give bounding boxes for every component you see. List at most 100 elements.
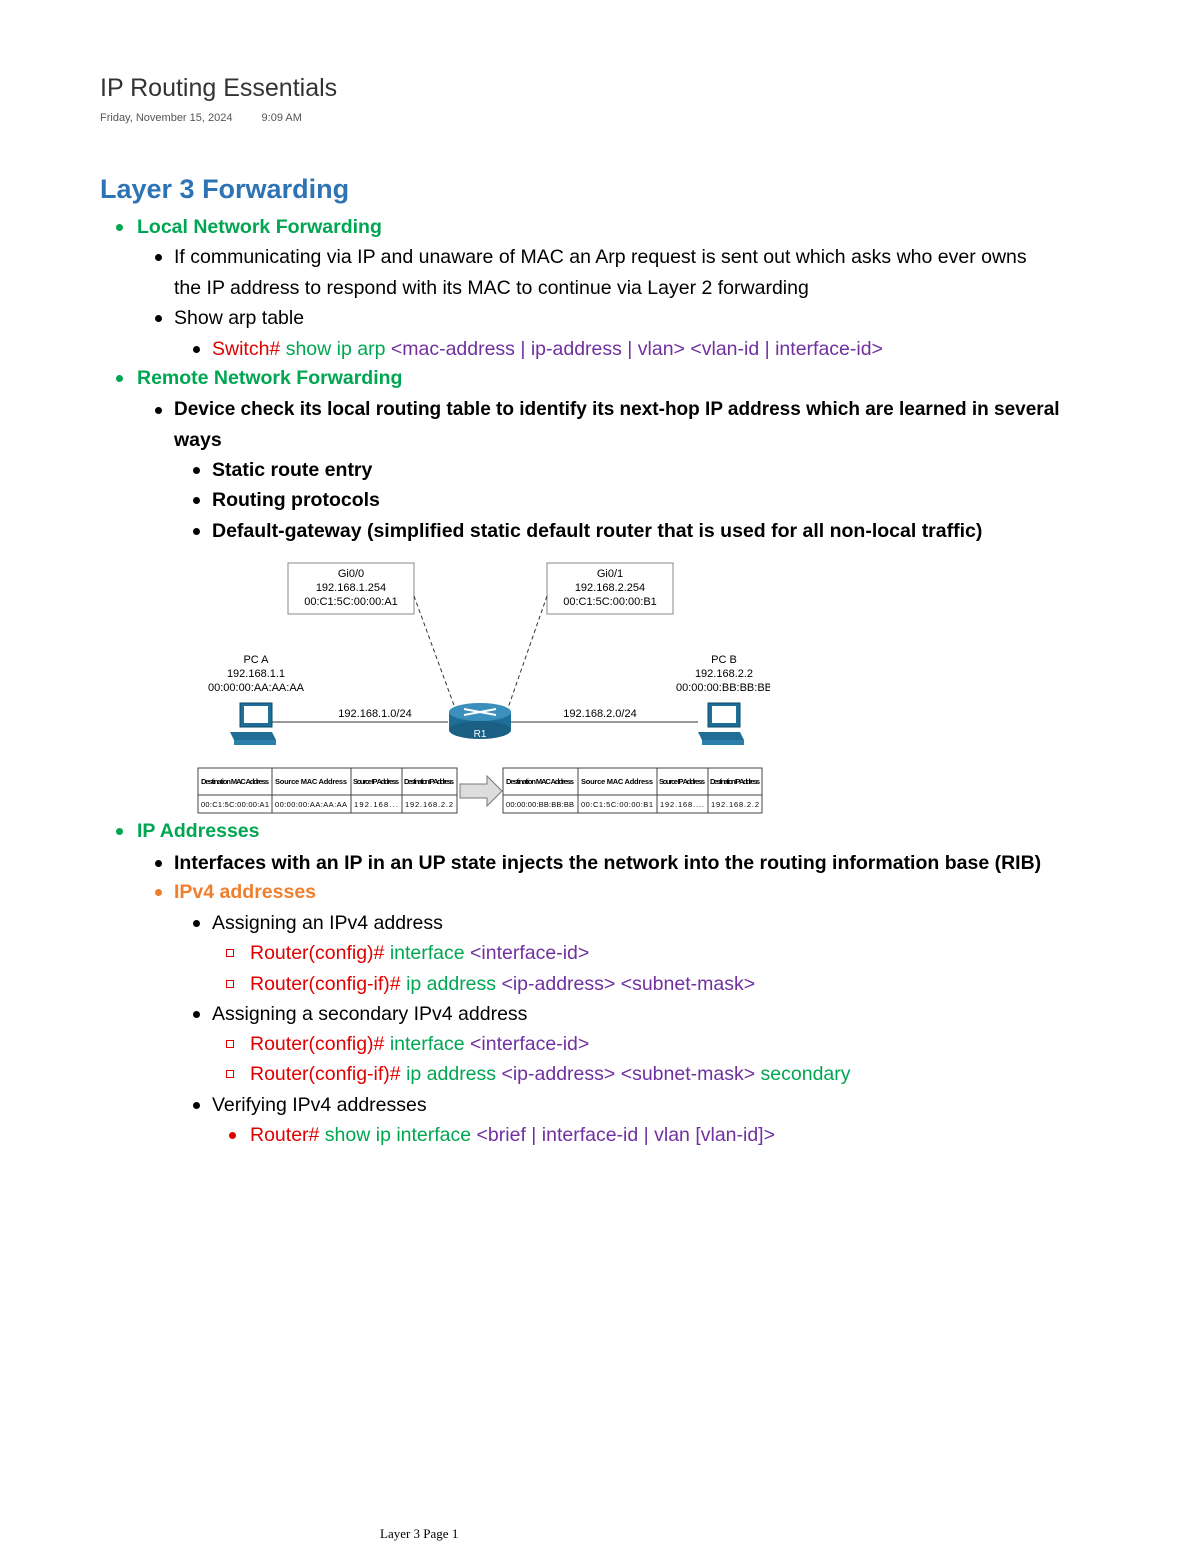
frame-table-right: Destination MAC Address Source MAC Addre… [502,767,763,814]
cmd-text: interface [389,1033,465,1055]
network-diagram: Gi0/0 192.168.1.254 00:C1:5C:00:00:A1 Gi… [197,562,770,814]
remote-desc-text1: Device check its local routing table to … [174,399,1060,420]
ipv4-title: IPv4 addresses [155,880,317,904]
secondary-ipv4-label: Assigning a secondary IPv4 address [212,1003,528,1025]
local-desc-text1: If communicating via IP and unaware of M… [174,246,1027,268]
tl-h3: Destination IP Address [404,777,454,786]
frame-table-left: Destination MAC Address Source MAC Addre… [197,767,458,814]
bullet-icon [193,346,200,353]
remote-item-label: Default-gateway (simplified static defau… [212,520,983,542]
show-arp-label: Show arp table [174,307,305,329]
assign-cmd1: Router(config)# interface <interface-id> [226,941,590,965]
ip-addresses-label: IP Addresses [137,820,260,842]
pc-a-ip: 192.168.1.1 [227,668,285,680]
bullet-icon [116,828,123,835]
cmd-prompt: Switch# [212,338,281,360]
gi01-mac: 00:C1:5C:00:00:B1 [563,596,657,608]
checkbox-square-icon [226,949,234,957]
cmd-args: <ip-address> <subnet-mask> [501,1063,756,1085]
bullet-icon [229,1132,236,1139]
tr-c2: 192.168.... [660,800,704,809]
secondary-ipv4-item: Assigning a secondary IPv4 address [193,1002,528,1026]
remote-desc-line1: Device check its local routing table to … [155,398,1060,422]
ip-addresses-title: IP Addresses [116,819,260,843]
assign-cmd2: Router(config-if)# ip address <ip-addres… [226,972,756,996]
bullet-icon [116,224,123,231]
bullet-icon [155,860,162,867]
tl-c1: 00:00:00:AA:AA:AA [275,800,347,809]
page-footer: Layer 3 Page 1 [380,1526,459,1541]
pc-a-name: PC A [243,654,269,666]
remote-item-label: Static route entry [212,459,373,481]
ipv4-title-label: IPv4 addresses [174,881,317,903]
cmd-args: <ip-address> <subnet-mask> [501,973,756,995]
cmd-prompt: Router# [250,1124,320,1146]
tl-c0: 00:C1:5C:00:00:A1 [201,800,269,809]
bullet-icon [116,375,123,382]
net-right-label: 192.168.2.0/24 [563,708,636,720]
verify-cmd: Router# show ip interface <brief | inter… [229,1123,775,1147]
remote-desc-line2: ways [174,429,222,451]
page-date: Friday, November 15, 2024 [100,112,233,124]
bullet-icon [193,497,200,504]
cmd-suffix: secondary [760,1063,851,1085]
pc-a-icon [230,702,276,745]
cmd-text: ip address [406,973,497,995]
tr-h0: Destination MAC Address [506,777,574,786]
cmd-text: show ip interface [324,1124,472,1146]
tr-c1: 00:C1:5C:00:00:B1 [581,800,653,809]
page-title: IP Routing Essentials [100,74,338,102]
bullet-icon [155,254,162,261]
bullet-icon [193,1102,200,1109]
gi00-ip: 192.168.1.254 [316,582,386,594]
pc-b-mac: 00:00:00:BB:BB:BB [676,682,770,694]
cmd-args: <mac-address | ip-address | vlan> <vlan-… [390,338,883,360]
callout-right [507,595,548,709]
cmd-prompt: Router(config)# [250,1033,385,1055]
checkbox-square-icon [226,1070,234,1078]
remote-item-static: Static route entry [193,458,373,482]
remote-forwarding-label: Remote Network Forwarding [137,367,403,389]
pc-a-mac: 00:00:00:AA:AA:AA [208,682,305,694]
page-meta: Friday, November 15, 2024 9:09 AM [100,112,328,124]
tl-h0: Destination MAC Address [201,777,269,786]
bullet-icon [193,920,200,927]
tl-h2: Source IP Address [353,777,399,786]
gi01-label: Gi0/1 [597,568,623,580]
section-heading: Layer 3 Forwarding [100,174,350,204]
tl-h1: Source MAC Address [275,777,347,786]
verify-ipv4-label: Verifying IPv4 addresses [212,1094,427,1116]
gi00-label: Gi0/0 [338,568,364,580]
bullet-icon [155,407,162,414]
page-time: 9:09 AM [261,112,302,124]
assign-ipv4-item: Assigning an IPv4 address [193,911,443,935]
cmd-args: <interface-id> [470,1033,590,1055]
cmd-prompt: Router(config-if)# [250,973,401,995]
cmd-prompt: Router(config)# [250,942,385,964]
checkbox-square-icon [226,980,234,988]
tr-h1: Source MAC Address [581,777,653,786]
tr-c3: 192.168.2.2 [711,800,759,809]
bullet-icon [193,467,200,474]
secondary-cmd2: Router(config-if)# ip address <ip-addres… [226,1062,851,1086]
pc-b-ip: 192.168.2.2 [695,668,753,680]
ip-addresses-desc: Interfaces with an IP in an UP state inj… [155,851,1041,875]
cmd-text: interface [389,942,465,964]
net-left-label: 192.168.1.0/24 [338,708,411,720]
checkbox-square-icon [226,1040,234,1048]
remote-item-protocols: Routing protocols [193,488,380,512]
gi00-info-box [287,562,415,615]
local-desc-line1: If communicating via IP and unaware of M… [155,245,1027,269]
cmd-prompt: Router(config-if)# [250,1063,401,1085]
pc-b-icon [698,702,744,745]
arp-command: Switch# show ip arp <mac-address | ip-ad… [193,337,883,361]
assign-ipv4-label: Assigning an IPv4 address [212,912,443,934]
forward-arrow-icon [459,774,503,808]
cmd-args: <interface-id> [470,942,590,964]
cmd-text: ip address [406,1063,497,1085]
remote-item-gateway: Default-gateway (simplified static defau… [193,519,983,543]
tl-c2: 192.168... [354,800,398,809]
bullet-icon [193,1011,200,1018]
tl-c3: 192.168.2.2 [405,800,453,809]
cmd-text: show ip arp [285,338,386,360]
